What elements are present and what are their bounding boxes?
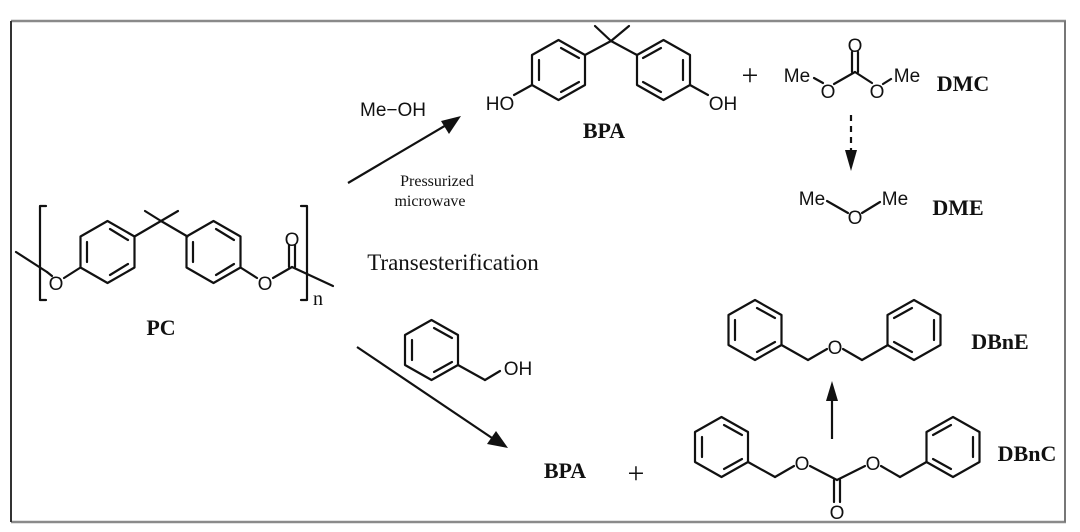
dbne-structure: O: [727, 298, 942, 362]
dmc-o-carbonyl: O: [848, 36, 863, 57]
dme-structure: Me O Me: [799, 189, 908, 229]
bpa-ho-left: HO: [486, 94, 515, 115]
pc-oxygen-right: O: [258, 274, 273, 295]
dbnc-o-left: O: [795, 454, 810, 475]
upper-arrow: [347, 116, 461, 184]
dmc-o-left: O: [821, 82, 836, 103]
benzyl-alcohol-oh: OH: [504, 359, 533, 380]
dbnc-o-carbonyl: O: [830, 503, 845, 524]
transesterification-label: Transesterification: [367, 250, 539, 275]
pc-oxygen-carbonyl: O: [285, 230, 300, 251]
dashed-arrow-down: [845, 115, 857, 171]
bpa-structure: HO OH: [486, 24, 738, 115]
condition-line-1: Pressurized: [400, 173, 474, 190]
pc-structure: O O O n: [14, 204, 335, 310]
condition-line-2: microwave: [394, 193, 465, 210]
dmc-label: DMC: [937, 71, 990, 96]
right-bracket: [299, 204, 309, 302]
dme-o: O: [848, 208, 863, 229]
dmc-me-left: Me: [784, 66, 810, 87]
dme-me-left: Me: [799, 189, 825, 210]
left-bracket: [38, 204, 48, 302]
dmc-o-right: O: [870, 82, 885, 103]
arrow-up: [826, 381, 838, 439]
bpa-label-bottom: BPA: [544, 458, 586, 483]
pc-oxygen-left: O: [49, 274, 64, 295]
plus-sign-top: +: [742, 59, 759, 92]
bpa-oh-right: OH: [709, 94, 738, 115]
lower-arrow: [356, 346, 508, 448]
dmc-me-right: Me: [894, 66, 920, 87]
figure-frame: [10, 19, 1066, 524]
methanol-reagent: Me−OH: [360, 100, 426, 121]
benzyl-alcohol-structure: OH: [403, 318, 533, 382]
plus-sign-bottom: +: [628, 457, 645, 490]
dme-label: DME: [932, 195, 983, 220]
dbnc-structure: O O O: [693, 415, 981, 524]
dbne-o: O: [828, 338, 843, 359]
pc-repeat-subscript: n: [313, 288, 323, 310]
dbne-label: DBnE: [971, 329, 1028, 354]
dmc-structure: Me O O O Me: [784, 36, 920, 103]
dbnc-o-right: O: [866, 454, 881, 475]
pc-label: PC: [146, 315, 175, 340]
dbnc-label: DBnC: [998, 441, 1057, 466]
dme-me-right: Me: [882, 189, 908, 210]
bpa-label-top: BPA: [583, 118, 625, 143]
